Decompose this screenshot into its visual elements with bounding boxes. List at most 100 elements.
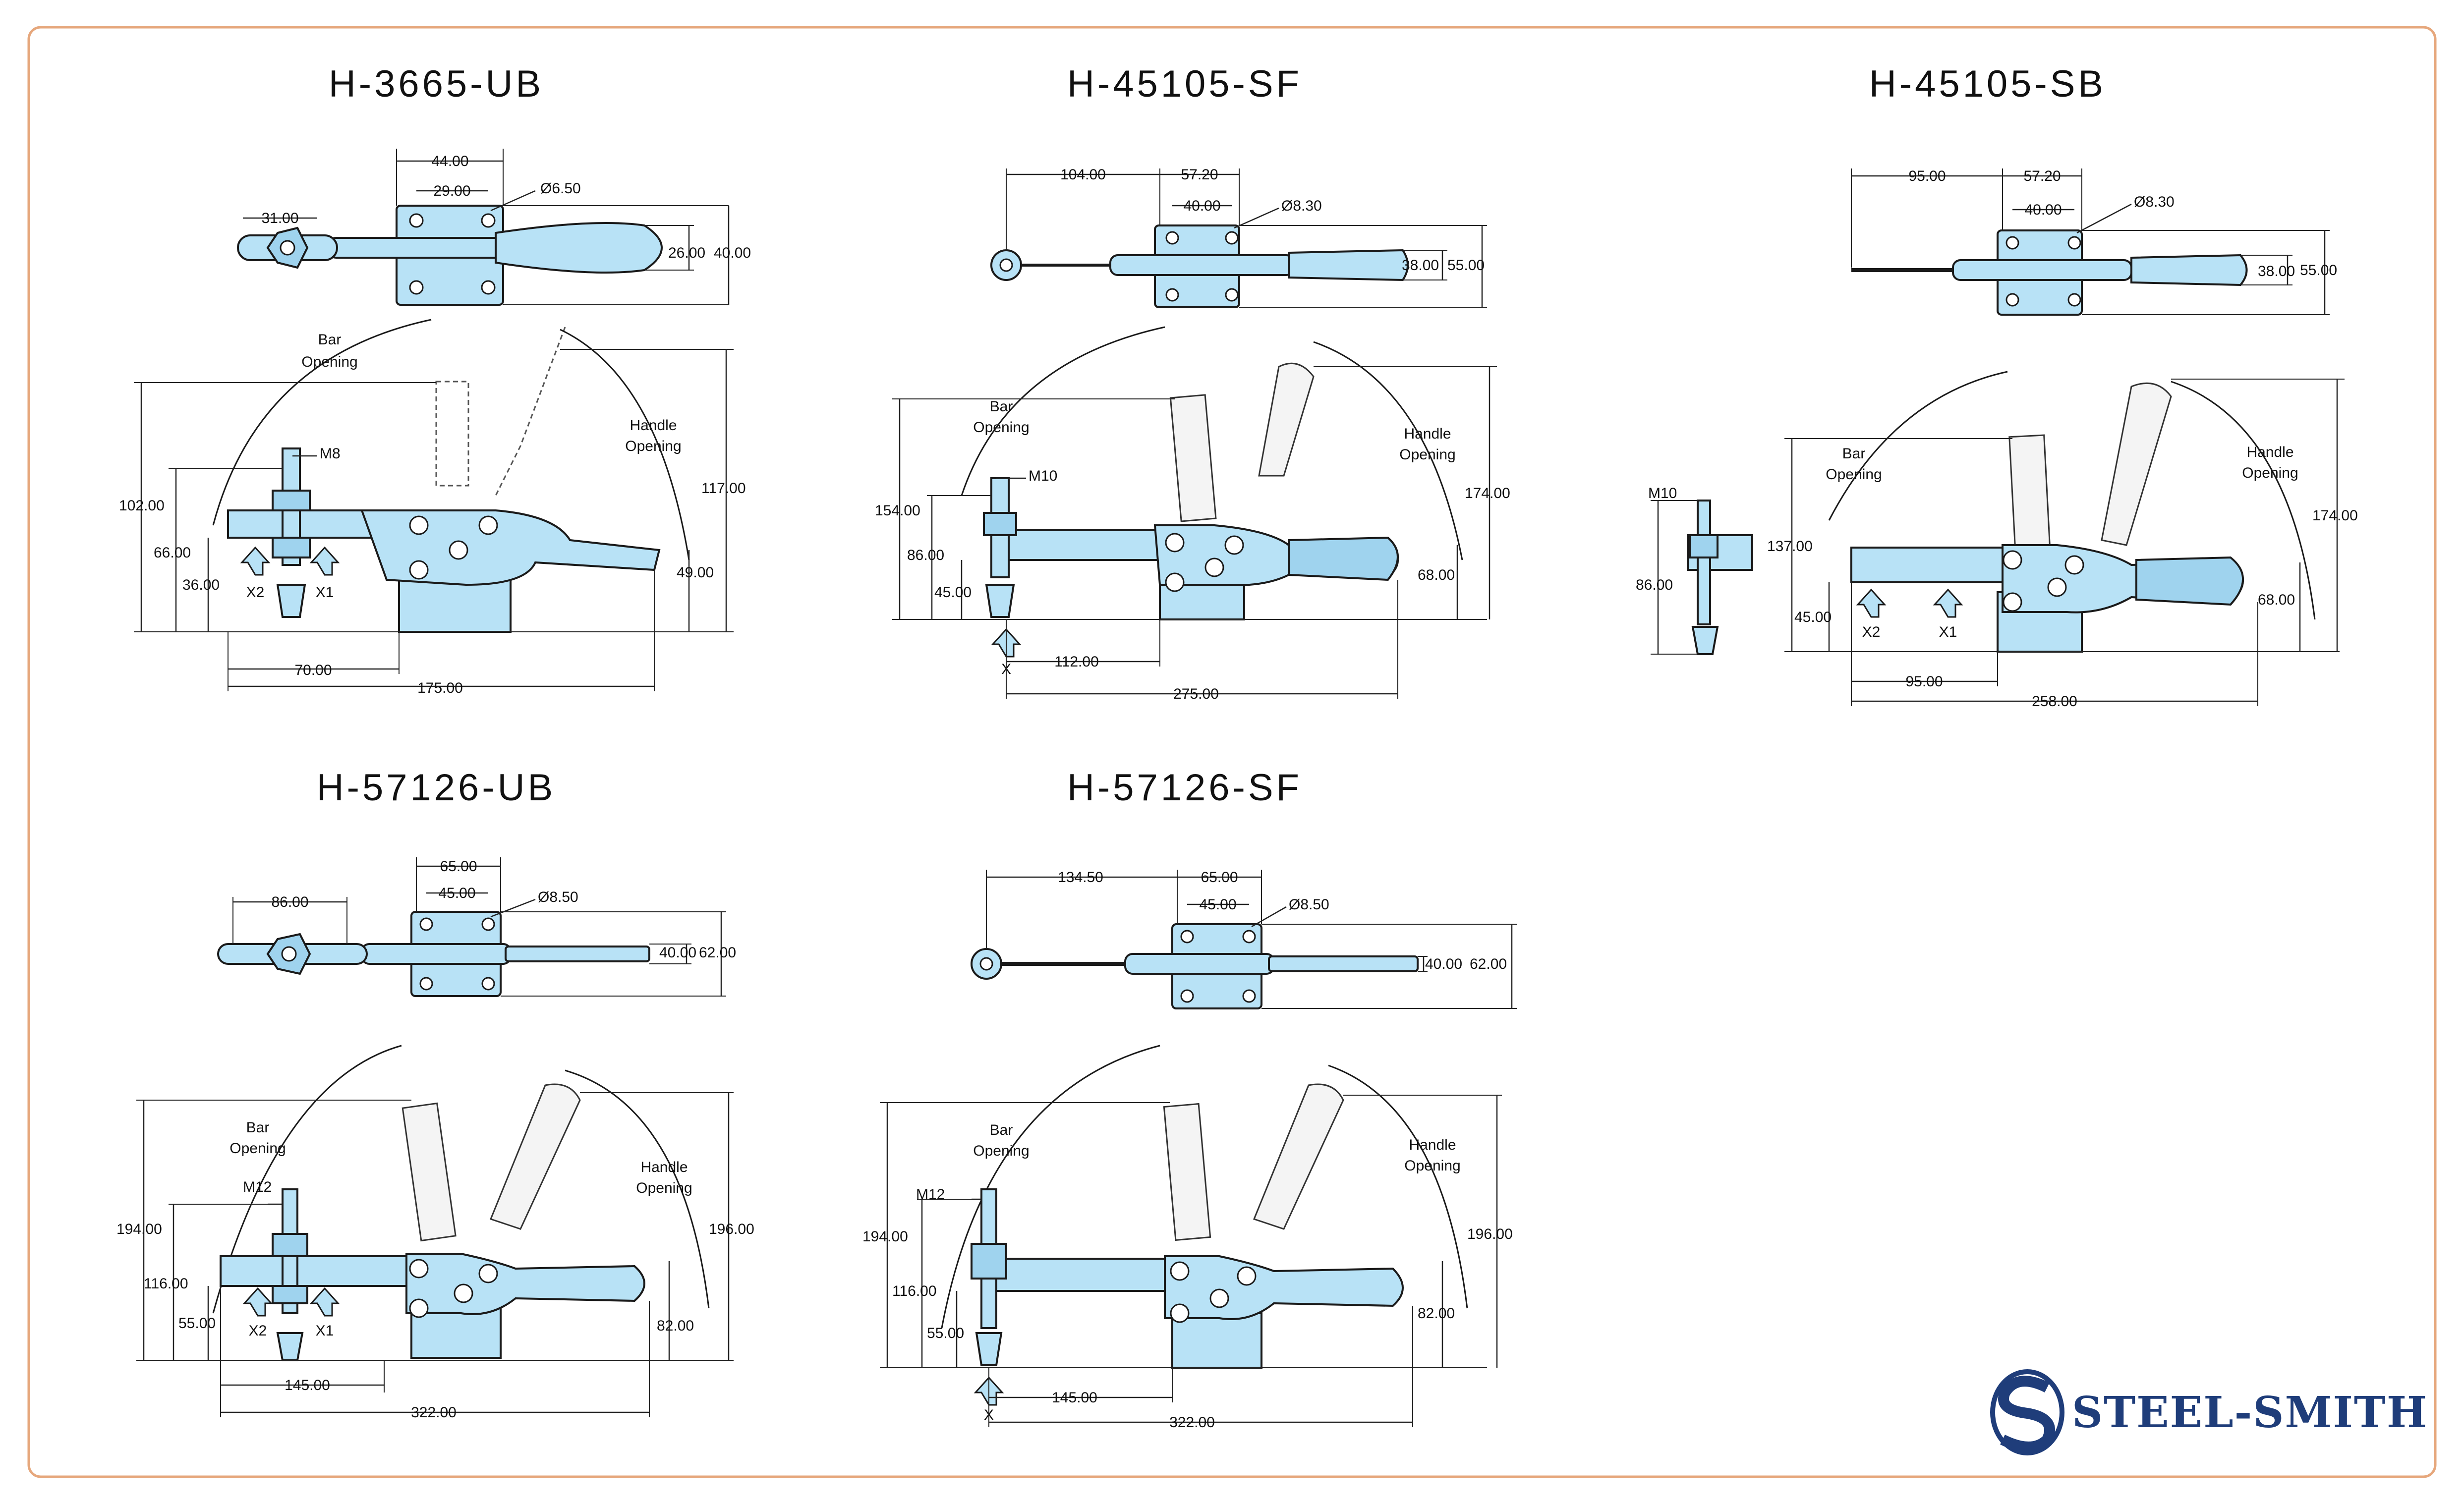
clamp-bar xyxy=(1952,259,2132,281)
handle-opening-label: Handle xyxy=(1404,426,1451,442)
handle-top xyxy=(1288,249,1409,281)
logo-emblem-ring xyxy=(1990,1369,2064,1455)
top-view: 44.00 29.00 31.00 Ø6.50 26.00 40.00 xyxy=(237,149,751,306)
thread-label: M12 xyxy=(916,1186,945,1203)
handle-opening-label-2: Opening xyxy=(636,1180,692,1196)
x1-label: X1 xyxy=(316,1323,334,1339)
side-view: Bar Opening Handle Opening X2 X1 137.00 … xyxy=(1767,371,2358,710)
steel-smith-logo: STEEL-SMITH xyxy=(1990,1369,2428,1455)
dim-hole: Ø8.30 xyxy=(1281,198,1322,214)
bar-opening-label-2: Opening xyxy=(973,419,1029,436)
bar-ghost xyxy=(401,1102,457,1242)
dim-d2: 57.20 xyxy=(2023,168,2061,184)
dim-w2: 55.00 xyxy=(2300,262,2337,279)
handle-opening-label-2: Opening xyxy=(2242,465,2298,481)
dim-d3: 40.00 xyxy=(1183,198,1220,214)
bar-ghost xyxy=(1169,394,1217,522)
base-block xyxy=(1171,1312,1262,1369)
dim-w2: 62.00 xyxy=(1470,956,1507,972)
side-view: Bar Opening Handle Opening X M12 194.00 … xyxy=(862,1045,1513,1431)
dim-l2: 175.00 xyxy=(417,680,463,696)
x1-label: X1 xyxy=(316,584,334,601)
dim-w1: 40.00 xyxy=(1425,956,1462,972)
dim-l1: 145.00 xyxy=(285,1377,330,1393)
spindle-nut xyxy=(1689,534,1719,558)
bar-opening-label-2: Opening xyxy=(229,1140,286,1157)
dim-l2: 275.00 xyxy=(1173,686,1219,702)
dim-d2: 65.00 xyxy=(1201,869,1238,886)
dim-h-total: 194.00 xyxy=(116,1221,162,1237)
clamp-body xyxy=(360,509,661,586)
handle-top xyxy=(495,222,663,274)
dim-h-base: 36.00 xyxy=(182,577,220,593)
bar-ghost xyxy=(1163,1103,1211,1241)
dim-h-total: 137.00 xyxy=(1767,538,1813,555)
dim-hole: Ø6.50 xyxy=(540,180,581,197)
side-view: Bar Opening Handle Opening X M10 154.00 xyxy=(875,326,1510,702)
handle-opening-arc xyxy=(1328,1064,1468,1309)
thread-label: M10 xyxy=(1029,468,1057,484)
x2-arrow xyxy=(242,1287,273,1317)
dim-h-base: 45.00 xyxy=(934,584,972,601)
x2-label: X2 xyxy=(249,1323,267,1339)
logo-emblem-s xyxy=(1998,1376,2055,1452)
bar-opening-label-2: Opening xyxy=(973,1143,1029,1159)
x1-arrow xyxy=(309,1287,340,1317)
top-view: 65.00 45.00 86.00 Ø8.50 40.00 62.00 xyxy=(217,857,736,997)
side-view: Bar Opening Handle Opening X2 X1 M8 102.… xyxy=(119,319,746,696)
handle-grip xyxy=(2135,556,2244,606)
handle-top xyxy=(505,946,650,962)
dim-d1: 86.00 xyxy=(271,894,308,910)
spindle-nut xyxy=(272,490,311,511)
logo-wordmark: STEEL-SMITH xyxy=(2072,1388,2428,1438)
handle-opening-arc xyxy=(565,1069,710,1309)
x1-arrow xyxy=(1933,588,1963,618)
dim-w1: 38.00 xyxy=(1402,257,1439,274)
handle-grip xyxy=(1288,536,1399,581)
nut-bore xyxy=(280,240,295,256)
dim-h-handle-low: 49.00 xyxy=(677,564,714,581)
panel-h-45105-sb: H-45105-SB 95.00 57.20 40.00 Ø8.30 38.00… xyxy=(1636,63,2358,710)
handle-opening-label-2: Opening xyxy=(1399,446,1455,463)
dim-h-spindle: 86.00 xyxy=(1636,577,1673,593)
dim-h-handle-low: 68.00 xyxy=(2258,592,2295,608)
dim-h-handle-low: 82.00 xyxy=(1418,1305,1455,1322)
dim-h-bar: 86.00 xyxy=(907,547,944,563)
dim-h-base: 55.00 xyxy=(178,1315,216,1332)
dim-h-handle-low: 82.00 xyxy=(657,1318,694,1334)
spindle-nut xyxy=(983,512,1017,536)
dim-h-base: 45.00 xyxy=(1794,609,1832,625)
spindle-nut xyxy=(272,1233,308,1257)
handle-opening-arc xyxy=(560,329,690,560)
dim-h-handle: 174.00 xyxy=(2312,507,2358,524)
clamp-bar xyxy=(985,1258,1181,1292)
thread-label: M8 xyxy=(320,446,341,462)
dim-h-total: 194.00 xyxy=(862,1228,908,1245)
bar-opening-arc xyxy=(212,1045,402,1314)
dim-l2: 258.00 xyxy=(2032,693,2077,710)
spindle-tip xyxy=(1691,626,1719,655)
clamp-bar xyxy=(326,237,507,259)
spindle-tip xyxy=(276,584,306,618)
dim-w1: 26.00 xyxy=(668,245,705,261)
handle-ghost xyxy=(490,1083,581,1230)
bar-opening-label: Bar xyxy=(1842,446,1866,462)
dim-l1: 145.00 xyxy=(1052,1390,1097,1406)
dim-l1: 70.00 xyxy=(294,662,332,678)
dim-d1: 95.00 xyxy=(1908,168,1946,184)
x1-label: X1 xyxy=(1939,624,1957,640)
dim-h-bar: 116.00 xyxy=(144,1276,188,1292)
dim-hole: Ø8.50 xyxy=(1289,896,1329,913)
dim-h-handle: 117.00 xyxy=(701,480,746,497)
dim-w1: 38.00 xyxy=(2258,263,2295,279)
handle-opening-label-2: Opening xyxy=(625,438,681,454)
handle-opening-label-2: Opening xyxy=(1404,1158,1460,1174)
bar-opening-arc xyxy=(212,319,432,526)
dim-d1: 31.00 xyxy=(261,210,298,226)
handle-ghost xyxy=(1253,1083,1344,1230)
dim-w2: 55.00 xyxy=(1447,257,1485,274)
thread-label: M10 xyxy=(1648,485,1677,501)
top-view: 95.00 57.20 40.00 Ø8.30 38.00 55.00 xyxy=(1851,168,2337,316)
x2-arrow xyxy=(1856,588,1887,618)
